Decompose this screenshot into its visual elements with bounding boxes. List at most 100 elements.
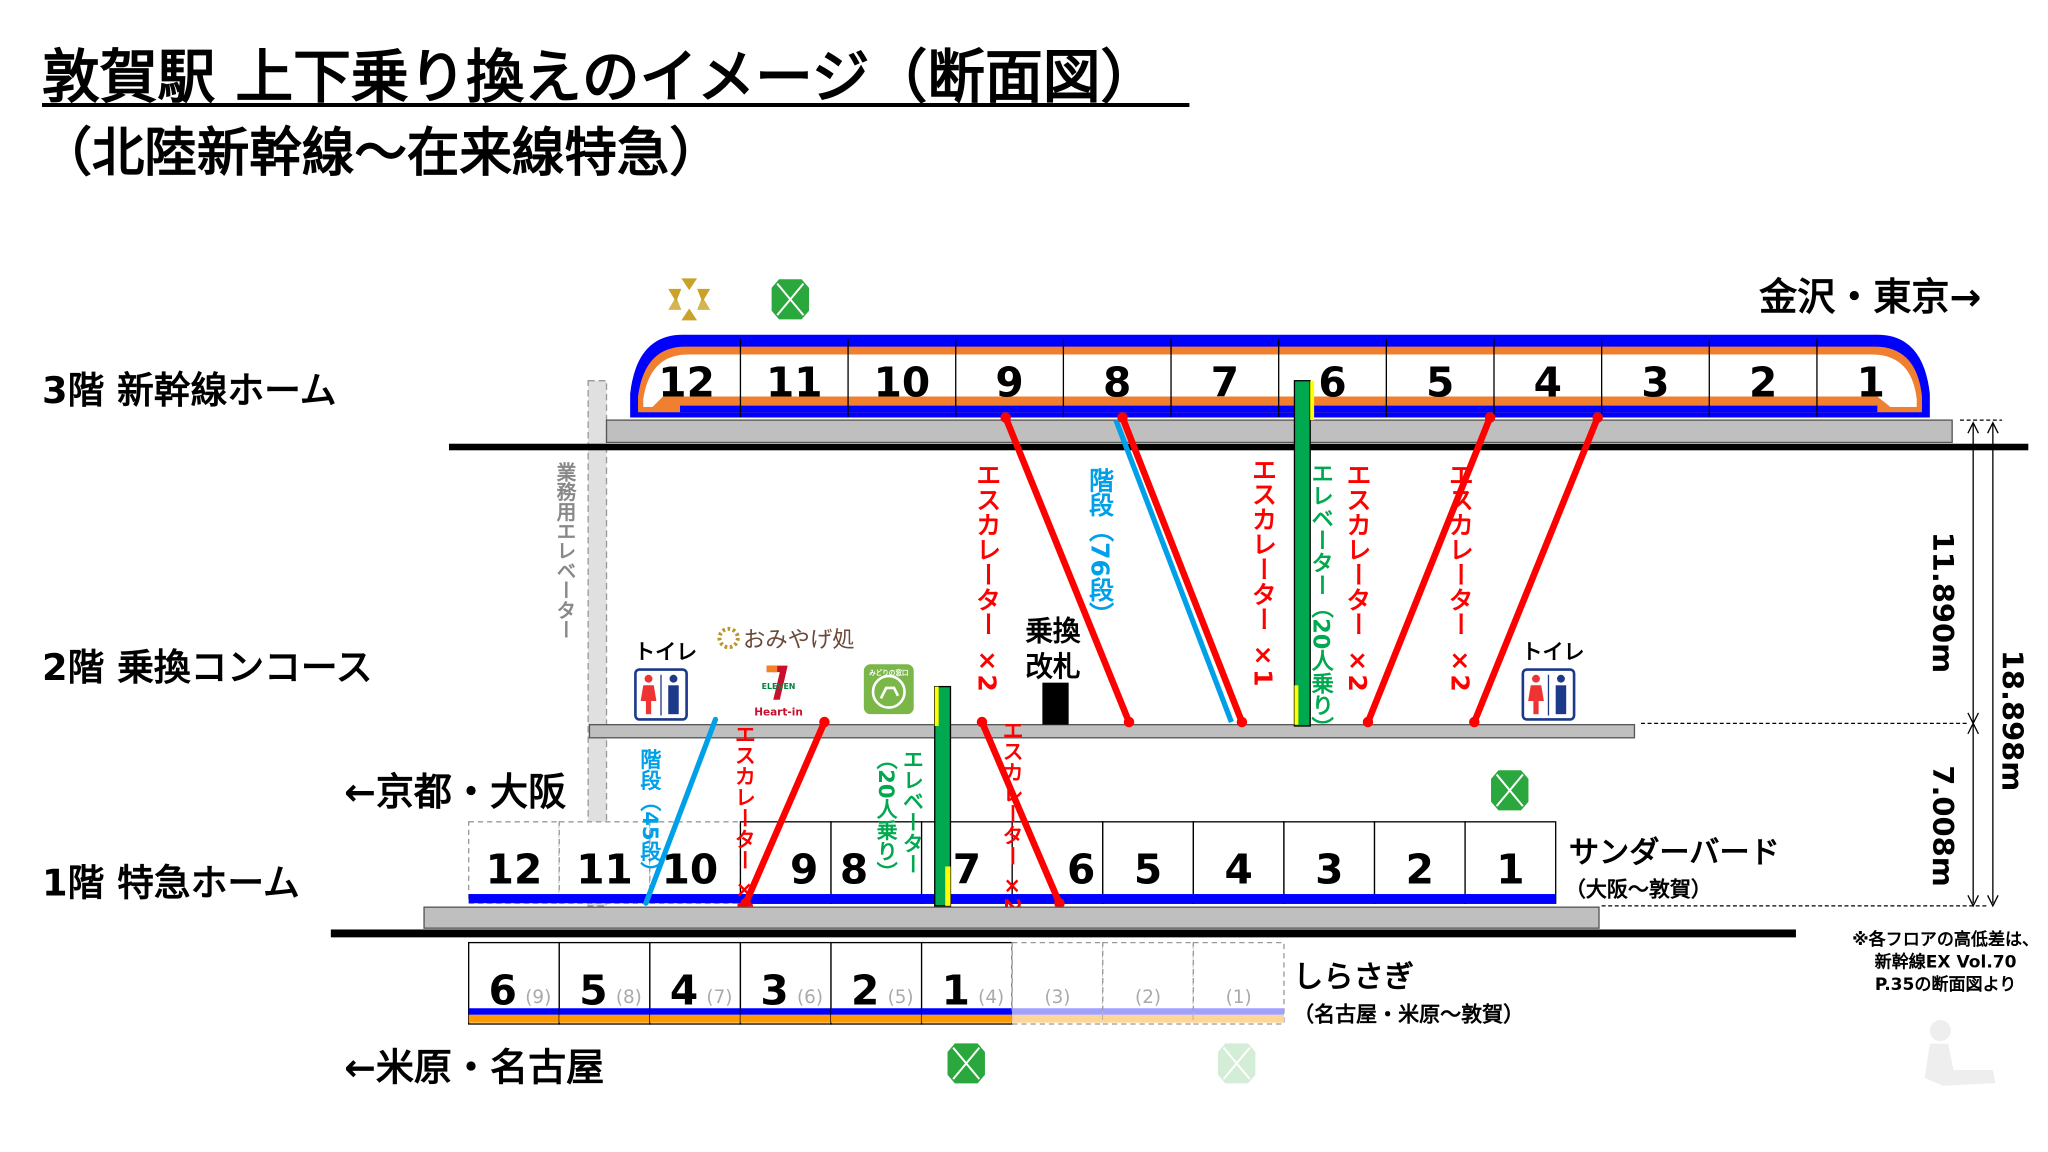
- thunderbird-car-box: [1192, 821, 1285, 904]
- shinkansen-car-3: 3: [1641, 358, 1669, 406]
- thunderbird-car-box: [830, 821, 923, 904]
- shirasagi-blue-band: [740, 1008, 832, 1015]
- thunderbird-car-3: 3: [1315, 846, 1343, 894]
- stairs-45-label: 階段（45段）: [638, 748, 662, 882]
- elevator-upper-label: エレベーター（20人乗り）: [1308, 462, 1334, 738]
- floor-line-3f: [448, 443, 2029, 451]
- shinkansen-car-8: 8: [1103, 358, 1131, 406]
- elevator-lower-label-2: （20人乗り）: [874, 748, 898, 882]
- clover-icon: [945, 1041, 987, 1086]
- recycle-icon: [668, 278, 711, 321]
- escalator-car9-label: エスカレーター ×2: [973, 462, 1002, 692]
- shirasagi-blue-band: [649, 1008, 741, 1015]
- shirasagi-orange-band: [468, 1014, 560, 1023]
- thunderbird-car-7: 7: [953, 846, 981, 894]
- page-subtitle: （北陸新幹線～在来線特急）: [39, 123, 722, 184]
- omiyage-label: おみやげ処: [743, 627, 855, 653]
- omiyage-shop: おみやげ処: [717, 626, 855, 653]
- shirasagi-car-alt-number: (6): [797, 987, 823, 1008]
- shirasagi-car-5: 5: [579, 966, 607, 1014]
- shirasagi-car-alt-number: (9): [525, 987, 551, 1008]
- thunderbird-car-8: 8: [840, 846, 868, 894]
- shirasagi-orange-band: [1102, 1014, 1194, 1023]
- shirasagi-car-alt-number: (8): [616, 987, 642, 1008]
- direction-kanazawa-tokyo: 金沢・東京→: [1758, 275, 1981, 319]
- direction-kyoto-osaka: ←京都・大阪: [344, 770, 566, 814]
- dimension-upper: 11.890m: [1926, 532, 1960, 674]
- shirasagi-car-1: 1: [942, 966, 970, 1014]
- shirasagi-orange-band: [740, 1014, 832, 1023]
- escalator-lower-left: エスカレーター ×2: [732, 716, 830, 916]
- shirasagi-route: （名古屋・米原～敦賀）: [1293, 1002, 1524, 1026]
- platform-1f: [423, 906, 1600, 929]
- toilet-icon: [1521, 668, 1576, 721]
- thunderbird-car-box: [1102, 821, 1195, 904]
- clover-icon: [769, 277, 811, 322]
- escalator-car5: エスカレーター ×2: [1343, 412, 1496, 728]
- shirasagi-blue-band: [921, 1008, 1013, 1015]
- shirasagi-orange-band: [559, 1014, 650, 1023]
- toilet-label-right: トイレ: [1522, 640, 1585, 664]
- clover-icon: [1489, 768, 1531, 813]
- shinkansen-car-11: 11: [766, 358, 823, 406]
- service-elevator-shaft: [587, 380, 608, 907]
- dimension-total: 18.898m: [1996, 650, 2030, 792]
- svg-text:ELEVEN: ELEVEN: [762, 682, 796, 691]
- transfer-gate-icon: [1042, 682, 1069, 725]
- dimension-lines: [1601, 419, 2003, 908]
- escalator-car5-label: エスカレーター ×2: [1343, 462, 1372, 692]
- shirasagi-orange-band: [1012, 1014, 1103, 1023]
- shirasagi-car-4: 4: [670, 966, 698, 1014]
- thunderbird-car-5: 5: [1134, 846, 1162, 894]
- escalator-car8: エスカレーター ×1: [1117, 412, 1277, 728]
- thunderbird-name: サンダーバード: [1569, 835, 1780, 871]
- note-line-3: P.35の断面図より: [1875, 974, 2017, 995]
- shirasagi-car-3: 3: [760, 966, 788, 1014]
- floor-line-1f: [330, 929, 1796, 938]
- shirasagi-blue-band: [468, 1008, 560, 1015]
- floor-label-1f: 1階 特急ホーム: [42, 861, 300, 904]
- thunderbird-car-12: 12: [486, 846, 543, 894]
- direction-maibara-nagoya: ←米原・名古屋: [344, 1045, 604, 1089]
- shirasagi-blue-band: [1012, 1008, 1103, 1015]
- shirasagi-name: しらさぎ: [1293, 960, 1414, 995]
- thunderbird-car-box: [649, 821, 742, 904]
- escalator-lower-right: エスカレーター ×2: [976, 716, 1065, 912]
- elevator-lower-label-1: エレベーター: [900, 748, 924, 874]
- thunderbird-car-11: 11: [576, 846, 633, 894]
- concourse-floor: [588, 724, 1636, 739]
- watermark-figure: [1924, 1020, 1996, 1086]
- thunderbird-car-2: 2: [1406, 846, 1434, 894]
- floor-label-3f: 3階 新幹線ホーム: [42, 369, 337, 412]
- stairs-76: 階段（76段）: [1086, 419, 1234, 723]
- thunderbird-car-1: 1: [1496, 846, 1524, 894]
- shirasagi-blue-band: [831, 1008, 922, 1015]
- shinkansen-car-1: 1: [1857, 358, 1885, 406]
- omiyage-flower-icon: [717, 626, 740, 650]
- thunderbird-car-6: 6: [1067, 846, 1095, 894]
- shirasagi-car-2: 2: [851, 966, 879, 1014]
- escalator-car4-label: エスカレーター ×2: [1445, 462, 1474, 692]
- shirasagi-car-alt-number: (3): [1044, 987, 1070, 1008]
- shirasagi-car-alt-number: (2): [1135, 987, 1161, 1008]
- shirasagi-orange-band: [921, 1014, 1013, 1023]
- shirasagi-blue-band: [1193, 1008, 1284, 1015]
- toilet-label-left: トイレ: [634, 640, 697, 664]
- escalator-car9: エスカレーター ×2: [973, 412, 1135, 728]
- dimension-lower: 7.008m: [1926, 765, 1960, 886]
- transfer-gate-label-2: 改札: [1025, 651, 1080, 683]
- shirasagi-car-alt-number: (7): [706, 987, 732, 1008]
- thunderbird-car-box: [558, 821, 651, 904]
- thunderbird-car-box: [1283, 821, 1376, 904]
- shinkansen-car-12: 12: [658, 358, 715, 406]
- note-line-2: 新幹線EX Vol.70: [1875, 952, 2017, 973]
- shinkansen-car-5: 5: [1426, 358, 1454, 406]
- svg-text:みどりの窓口: みどりの窓口: [869, 668, 908, 677]
- platform-3f: [605, 419, 1953, 444]
- shirasagi-car-alt-number: (4): [978, 987, 1004, 1008]
- shirasagi-car-alt-number: (1): [1226, 987, 1252, 1008]
- thunderbird-car-4: 4: [1224, 846, 1252, 894]
- thunderbird-car-box: [1373, 821, 1466, 904]
